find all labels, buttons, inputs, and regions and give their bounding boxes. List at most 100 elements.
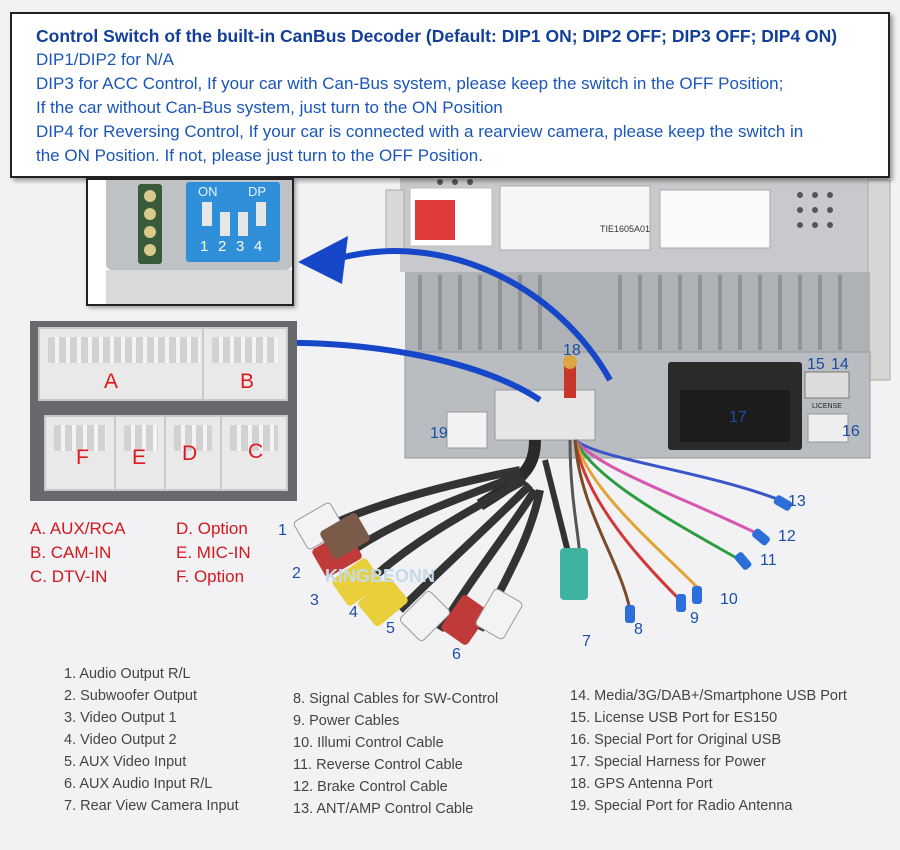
- callout-19: 19: [430, 425, 448, 442]
- list1-item-3: 3. Video Output 1: [64, 710, 177, 726]
- port-b: B: [202, 327, 288, 401]
- dip-lever-3: [238, 212, 248, 236]
- vent-holes: [437, 179, 833, 228]
- rca-plugs: [293, 502, 523, 645]
- callout-2: 2: [292, 565, 301, 582]
- list3-item-3: 16. Special Port for Original USB: [570, 732, 782, 748]
- callout-15: 15: [807, 356, 825, 373]
- list2-item-4: 11. Reverse Control Cable: [293, 757, 463, 773]
- dip-number-4: 4: [254, 238, 263, 255]
- info-title: Control Switch of the built-in CanBus De…: [36, 26, 838, 46]
- info-line-2: DIP3 for ACC Control, If your car with C…: [36, 74, 784, 93]
- port-c: C: [220, 415, 288, 491]
- callout-11: 11: [760, 552, 777, 569]
- port-label-d: D: [182, 442, 198, 465]
- port-f: F: [44, 415, 116, 491]
- callout-10: 10: [720, 591, 738, 608]
- list2-item-6: 13. ANT/AMP Control Cable: [293, 801, 474, 817]
- unit-label-red: [415, 200, 455, 240]
- unit-label-main: [499, 185, 651, 251]
- arrow-head-dip: [298, 236, 348, 284]
- unit-heatsink: [405, 272, 870, 352]
- license-text: LICENSE: [812, 403, 842, 410]
- list3-item-5: 18. GPS Antenna Port: [570, 776, 713, 792]
- callout-7: 7: [582, 633, 591, 650]
- dip-number-3: 3: [236, 238, 245, 255]
- list1-item-2: 2. Subwoofer Output: [64, 688, 197, 704]
- unit-label-second: [659, 189, 771, 249]
- heatsink-fins: [418, 275, 842, 350]
- unit-model-text: TIE1605A01: [600, 224, 650, 234]
- list2-item-2: 9. Power Cables: [293, 713, 400, 729]
- port-list-3: 14. Media/3G/DAB+/Smartphone USB Port 15…: [570, 685, 847, 817]
- list1-item-1: 1. Audio Output R/L: [64, 666, 191, 682]
- power-connector-inner: [680, 390, 790, 442]
- port-d: D: [164, 415, 222, 491]
- dip-lever-2: [220, 212, 230, 236]
- legend-b: B. CAM-IN: [30, 543, 112, 562]
- port-a: A: [38, 327, 210, 401]
- list1-item-5: 5. AUX Video Input: [64, 754, 187, 770]
- colored-wires: [568, 438, 781, 611]
- legend-e: E. MIC-IN: [176, 543, 251, 562]
- connector-ports-photo: A B F E D C: [30, 321, 297, 501]
- list1-item-4: 4. Video Output 2: [64, 732, 177, 748]
- info-line-5: the ON Position. If not, please just tur…: [36, 146, 483, 165]
- port-list-2: 8. Signal Cables for SW-Control 9. Power…: [293, 688, 498, 820]
- camera-input-plug: [560, 548, 588, 600]
- port-label-a: A: [104, 370, 119, 393]
- gps-antenna-18: [564, 362, 576, 398]
- list3-item-1: 14. Media/3G/DAB+/Smartphone USB Port: [570, 688, 847, 704]
- callout-5: 5: [386, 620, 395, 637]
- port-list-1: 1. Audio Output R/L 2. Subwoofer Output …: [64, 663, 239, 817]
- legend-f: F. Option: [176, 567, 245, 586]
- legend-a: A. AUX/RCA: [30, 519, 126, 538]
- list2-item-5: 12. Brake Control Cable: [293, 779, 448, 795]
- dip-dp-label: DP: [248, 184, 267, 199]
- unit-bracket-right: [867, 179, 891, 381]
- callout-14: 14: [831, 356, 849, 373]
- callout-3: 3: [310, 592, 319, 609]
- port-label-b: B: [240, 370, 255, 393]
- radio-antenna-port-19: [446, 411, 488, 449]
- callout-6: 6: [452, 646, 461, 663]
- callout-16: 16: [842, 423, 860, 440]
- port-label-e: E: [132, 446, 147, 469]
- port-label-f: F: [76, 446, 89, 469]
- dip-switch-photo: ON DP 1 2 3 4: [86, 178, 294, 306]
- callout-18: 18: [563, 342, 581, 359]
- legend-c: C. DTV-IN: [30, 567, 108, 586]
- callout-13: 13: [788, 493, 806, 510]
- list2-item-3: 10. Illumi Control Cable: [293, 735, 444, 751]
- usb-port-14-15: [804, 371, 850, 399]
- harness-plug: [494, 389, 596, 441]
- unit-bracket-left: [385, 189, 405, 251]
- list1-item-6: 6. AUX Audio Input R/L: [64, 776, 213, 792]
- port-e: E: [114, 415, 168, 491]
- list3-item-2: 15. License USB Port for ES150: [570, 710, 778, 726]
- info-line-3: If the car without Can-Bus system, just …: [36, 98, 503, 117]
- dip-lever-1: [202, 202, 212, 226]
- port-label-c: C: [248, 440, 264, 463]
- callout-4: 4: [349, 604, 358, 621]
- dip-number-1: 1: [200, 238, 209, 255]
- arrow-to-dip: [339, 248, 613, 382]
- list3-item-6: 19. Special Port for Radio Antenna: [570, 798, 793, 814]
- list1-item-7: 7. Rear View Camera Input: [64, 798, 239, 814]
- dip-number-2: 2: [218, 238, 227, 255]
- list3-item-4: 17. Special Harness for Power: [570, 754, 766, 770]
- callout-1: 1: [278, 522, 287, 539]
- legend-d: D. Option: [176, 519, 248, 538]
- usb-port-16: [807, 413, 849, 443]
- watermark-text: KINGBEONN: [325, 566, 435, 586]
- dip-lever-4: [256, 202, 266, 226]
- callout-9: 9: [690, 610, 699, 627]
- list2-item-1: 8. Signal Cables for SW-Control: [293, 691, 499, 707]
- info-line-1: DIP1/DIP2 for N/A: [36, 50, 174, 69]
- callout-17: 17: [729, 409, 747, 426]
- callout-8: 8: [634, 621, 643, 638]
- wire-tips: [625, 495, 793, 623]
- dip-on-label: ON: [198, 184, 218, 199]
- info-line-4: DIP4 for Reversing Control, If your car …: [36, 122, 804, 141]
- callout-12: 12: [778, 528, 796, 545]
